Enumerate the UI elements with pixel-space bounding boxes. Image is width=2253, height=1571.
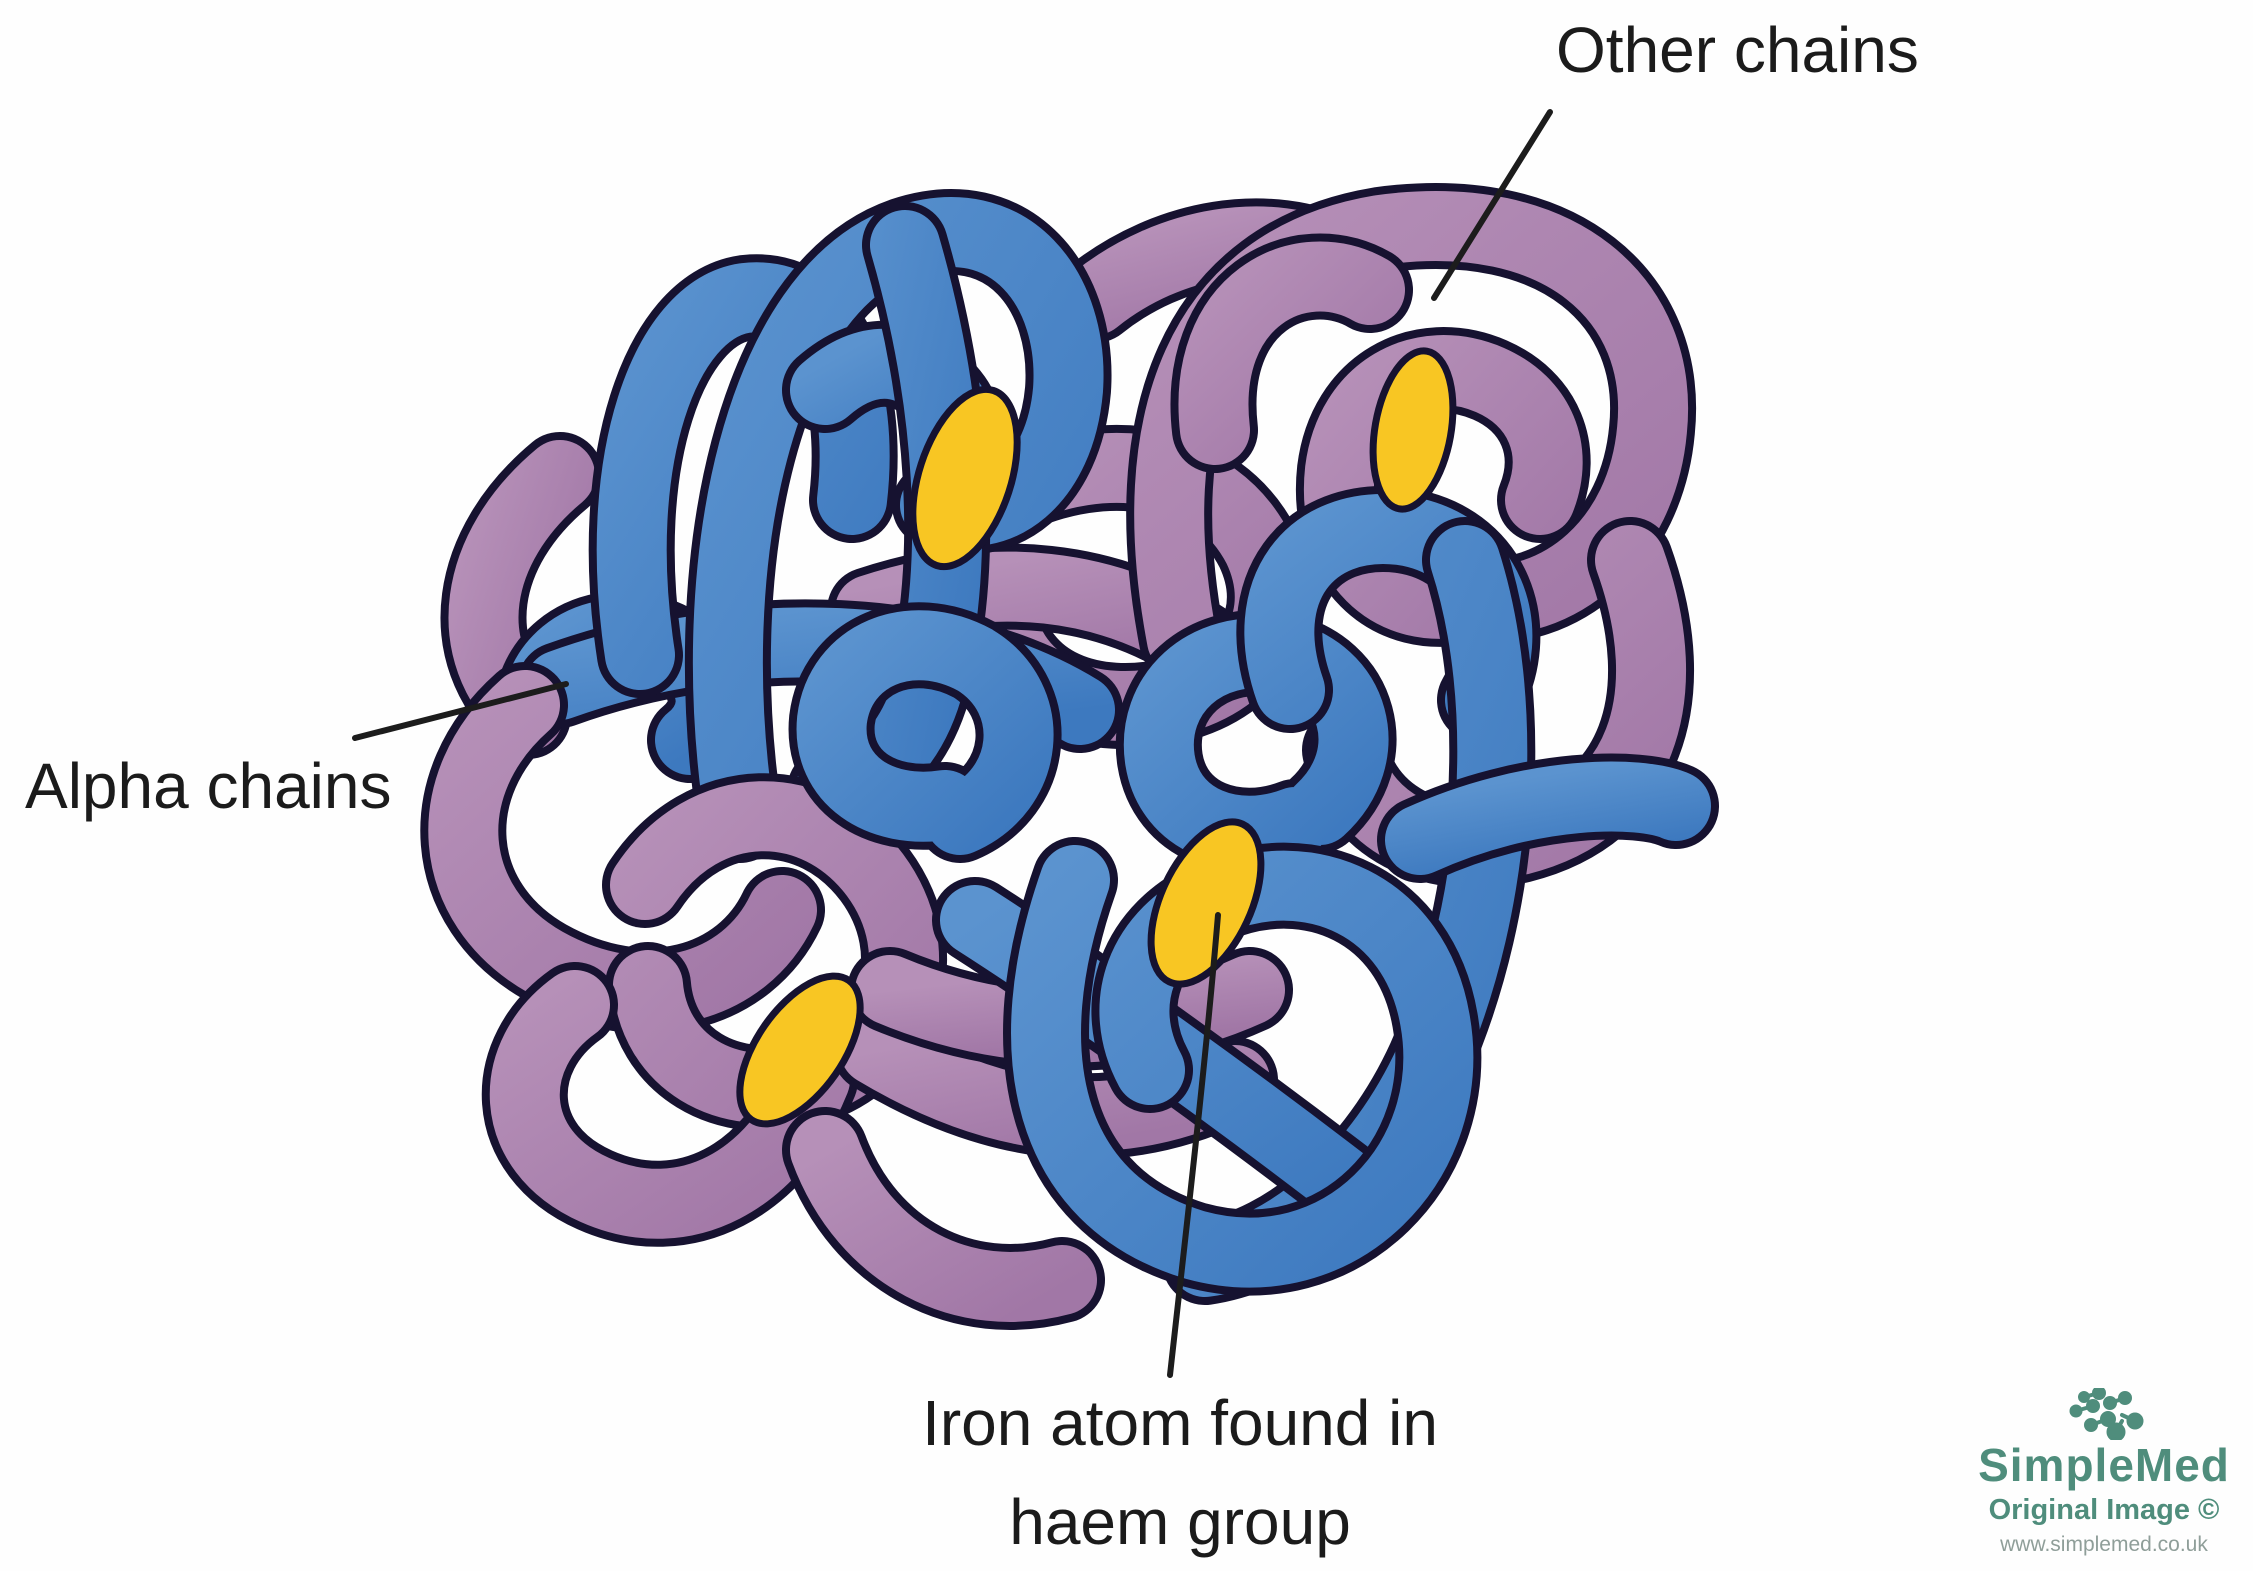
haem-iron-oval-top-left [909, 385, 1021, 571]
simplemed-subtitle-text: Original Image © [1988, 1494, 2220, 1526]
iron-atom-label: Iron atom found in haem group [880, 1374, 1480, 1571]
haem-iron-oval-center [1147, 818, 1265, 988]
other-chains-label: Other chains [1556, 14, 1919, 86]
simplemed-molecule-icon [2069, 1388, 2144, 1440]
alpha-chain-right-teardrop [1420, 797, 1676, 840]
other-chain-bottom-arm [825, 1150, 1062, 1287]
iron-atom-label-line2: haem group [1009, 1486, 1351, 1559]
haem-iron-oval-bottom-left [736, 972, 864, 1128]
simplemed-brand-text: SimpleMed [1978, 1439, 2230, 1491]
alpha-chains-label: Alpha chains [25, 750, 392, 822]
simplemed-watermark: SimpleMed Original Image © www.simplemed… [1958, 1388, 2250, 1555]
leader-line-iron-atom [1167, 912, 1221, 1378]
simplemed-url-text: www.simplemed.co.uk [2000, 1533, 2208, 1556]
iron-atom-label-line1: Iron atom found in [922, 1387, 1438, 1459]
leader-line-other-chains [1431, 109, 1553, 301]
haem-iron-oval-top-right [1369, 347, 1457, 513]
leader-line-alpha-chains [352, 681, 569, 741]
